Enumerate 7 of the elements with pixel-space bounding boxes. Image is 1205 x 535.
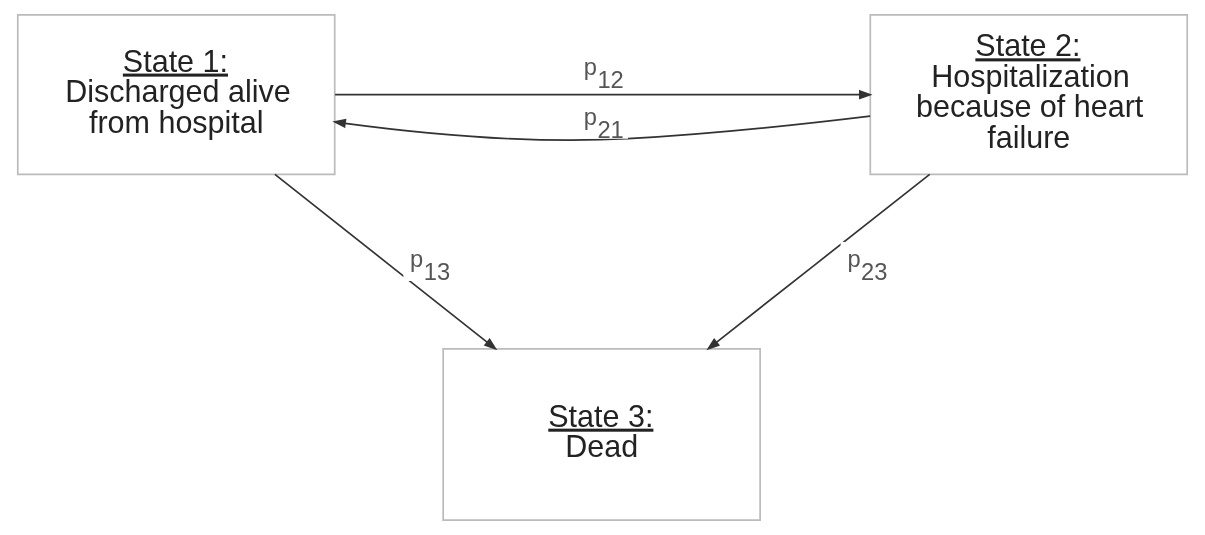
arrow xyxy=(706,173,931,351)
arrow xyxy=(332,115,871,141)
arrow xyxy=(334,89,873,100)
arrow xyxy=(274,173,498,351)
node-box: State 1: Discharged alive from hospital xyxy=(16,14,336,176)
node-box: State 3: Dead xyxy=(442,348,761,521)
node-box: State 2: Hospitalization because of heart failure xyxy=(869,14,1189,176)
